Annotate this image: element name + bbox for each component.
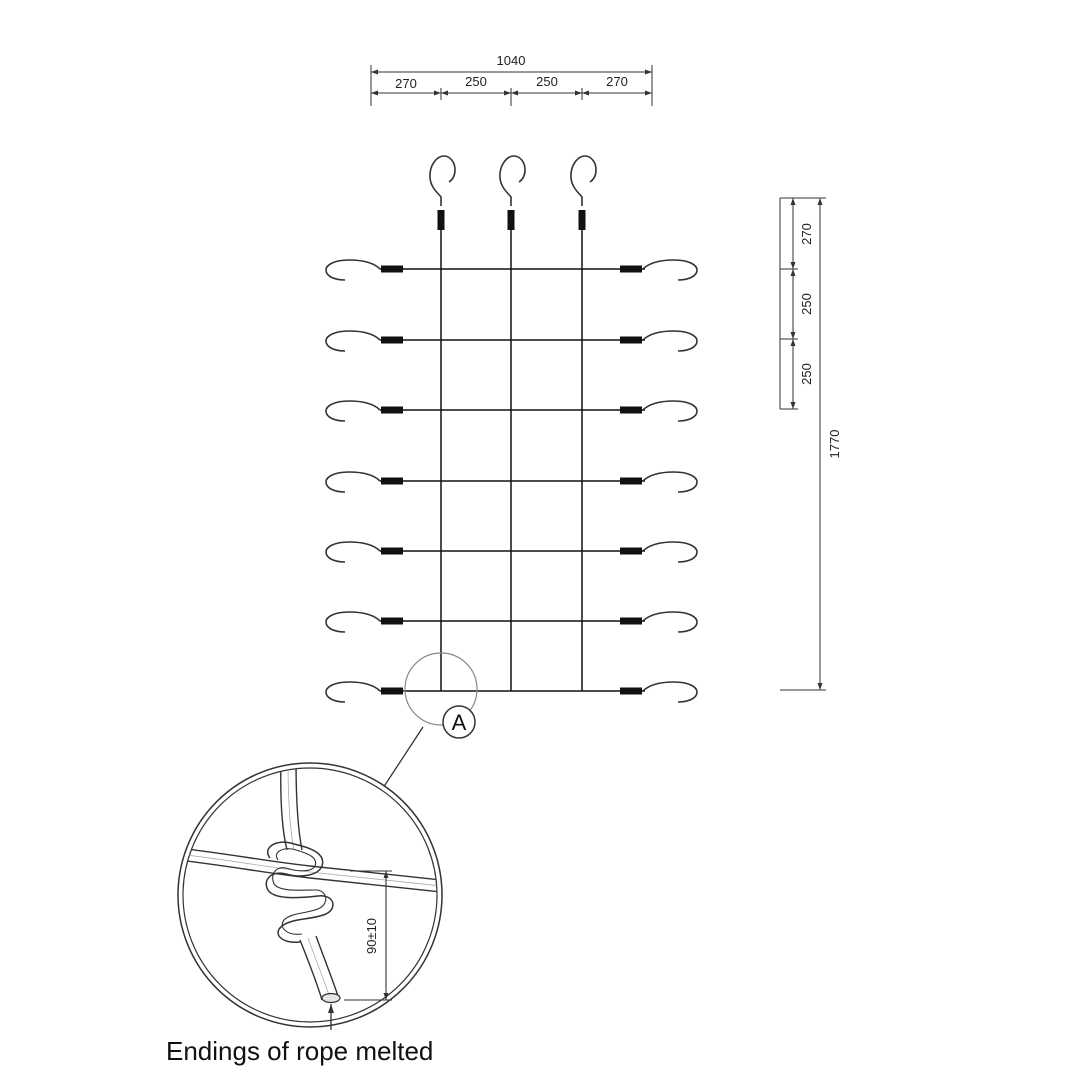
side-hook-icon xyxy=(325,541,403,563)
top-hooks xyxy=(429,155,597,230)
side-hook-icon xyxy=(325,681,403,703)
melted-endings-caption: Endings of rope melted xyxy=(166,1036,434,1066)
knot-dimension xyxy=(344,870,392,1001)
side-hook-icon xyxy=(620,681,698,703)
detail-view: 90±10 xyxy=(177,762,443,1028)
width-segment-label: 250 xyxy=(536,74,558,89)
side-hook-icon xyxy=(620,611,698,633)
knot-dimension-arrows xyxy=(383,871,389,1000)
left-side-hooks xyxy=(325,259,403,703)
right-side-hooks xyxy=(620,259,698,703)
height-segment-label: 250 xyxy=(799,363,814,385)
knot-tolerance-label: 90±10 xyxy=(364,918,379,954)
side-hook-icon xyxy=(620,259,698,281)
knot-illustration xyxy=(183,768,437,1004)
detail-leader-line xyxy=(382,726,424,789)
melted-end-pointer xyxy=(328,1004,334,1030)
top-hook-icon xyxy=(429,155,456,230)
net-vertical-ropes xyxy=(440,215,583,691)
detail-marker-circle xyxy=(442,705,476,739)
detail-outer-ring xyxy=(177,762,443,1028)
width-segment-label: 270 xyxy=(395,76,417,91)
side-hook-icon xyxy=(325,259,403,281)
melted-rope-end xyxy=(321,992,341,1004)
overall-height-label: 1770 xyxy=(827,430,842,459)
height-segment-label: 270 xyxy=(799,223,814,245)
top-hook-icon xyxy=(499,155,526,230)
side-hook-icon xyxy=(620,471,698,493)
net-horizontal-ropes xyxy=(380,268,645,692)
side-hook-icon xyxy=(325,611,403,633)
top-dimension-arrows xyxy=(371,69,652,96)
side-hook-icon xyxy=(325,330,403,352)
side-hook-icon xyxy=(620,400,698,422)
width-segment-label: 270 xyxy=(606,74,628,89)
overall-width-label: 1040 xyxy=(497,53,526,68)
right-dimension-arrows xyxy=(790,198,823,690)
top-hook-icon xyxy=(570,155,597,230)
detail-marker-label: A xyxy=(452,710,467,735)
right-dimension-chain xyxy=(779,197,826,691)
width-segment-label: 250 xyxy=(465,74,487,89)
detail-inner-ring xyxy=(182,767,438,1023)
side-hook-icon xyxy=(325,400,403,422)
side-hook-icon xyxy=(325,471,403,493)
height-segment-label: 250 xyxy=(799,293,814,315)
detail-callout-circle xyxy=(404,652,478,726)
side-hook-icon xyxy=(620,541,698,563)
side-hook-icon xyxy=(620,330,698,352)
